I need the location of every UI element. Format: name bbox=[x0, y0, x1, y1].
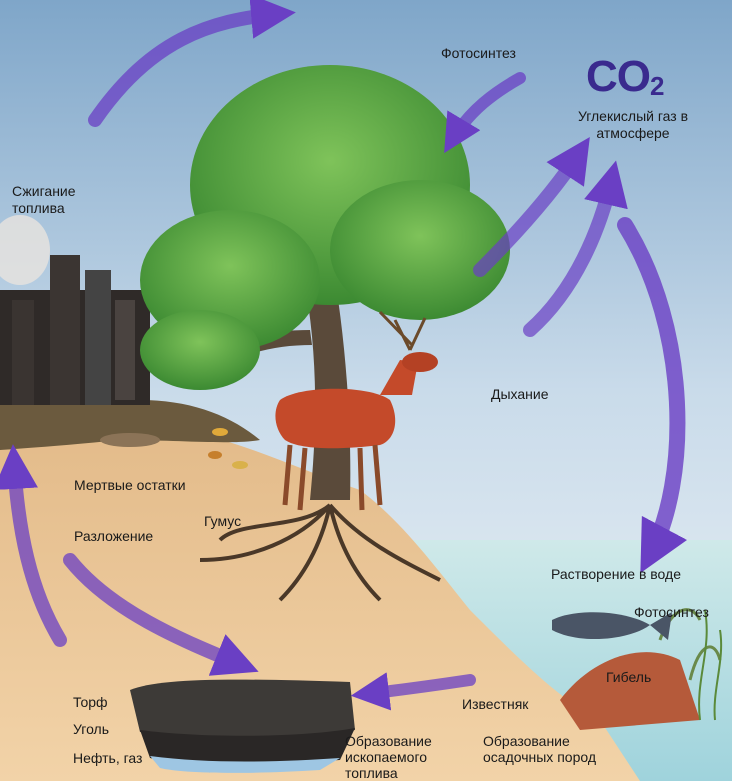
seaweed-illustration bbox=[698, 609, 723, 721]
arrow-photosynthesis bbox=[444, 72, 526, 154]
factory-illustration bbox=[0, 215, 150, 405]
arrow-respiration-2 bbox=[523, 160, 628, 337]
label-sediment-formation: Образование осадочных пород bbox=[483, 733, 596, 765]
label-oil-gas: Нефть, газ bbox=[73, 750, 143, 766]
label-limestone: Известняк bbox=[462, 696, 529, 712]
deer-illustration bbox=[275, 310, 438, 511]
arrow-dissolution bbox=[617, 217, 688, 574]
arrow-respiration-1 bbox=[473, 137, 590, 277]
label-dissolution: Растворение в воде bbox=[551, 566, 681, 582]
label-peat: Торф bbox=[73, 694, 108, 710]
label-death: Гибель bbox=[606, 669, 652, 685]
label-respiration: Дыхание bbox=[491, 386, 549, 402]
label-coal: Уголь bbox=[73, 721, 110, 737]
label-fossil-fuel-formation: Образование ископаемого топлива bbox=[345, 733, 432, 781]
label-photosynthesis-top: Фотосинтез bbox=[441, 45, 516, 61]
fossil-fuel-deposit bbox=[130, 679, 355, 773]
fish-illustration bbox=[552, 612, 672, 640]
label-photosynthesis-sea: Фотосинтез bbox=[634, 604, 709, 620]
dead-remains-illustration bbox=[100, 428, 248, 469]
label-fuel-burning: Сжигание топлива bbox=[12, 183, 76, 216]
co2-formula: CO2 bbox=[586, 52, 665, 102]
tree-illustration bbox=[140, 65, 510, 602]
label-decomposition: Разложение bbox=[74, 528, 154, 544]
co2-subscript: 2 bbox=[650, 71, 665, 101]
label-dead-remains: Мертвые остатки bbox=[74, 477, 186, 493]
arrows bbox=[0, 0, 688, 711]
label-co2-caption: Углекислый газ в атмосфере bbox=[577, 108, 689, 141]
top-soil bbox=[0, 396, 260, 450]
arrow-decomposition bbox=[63, 553, 259, 676]
arrow-fuel-to-atmosphere bbox=[88, 0, 296, 127]
arrow-limestone bbox=[350, 672, 476, 711]
arrow-fuel-burning-up bbox=[0, 444, 67, 647]
co2-main: CO bbox=[586, 52, 651, 101]
label-humus: Гумус bbox=[204, 513, 242, 529]
